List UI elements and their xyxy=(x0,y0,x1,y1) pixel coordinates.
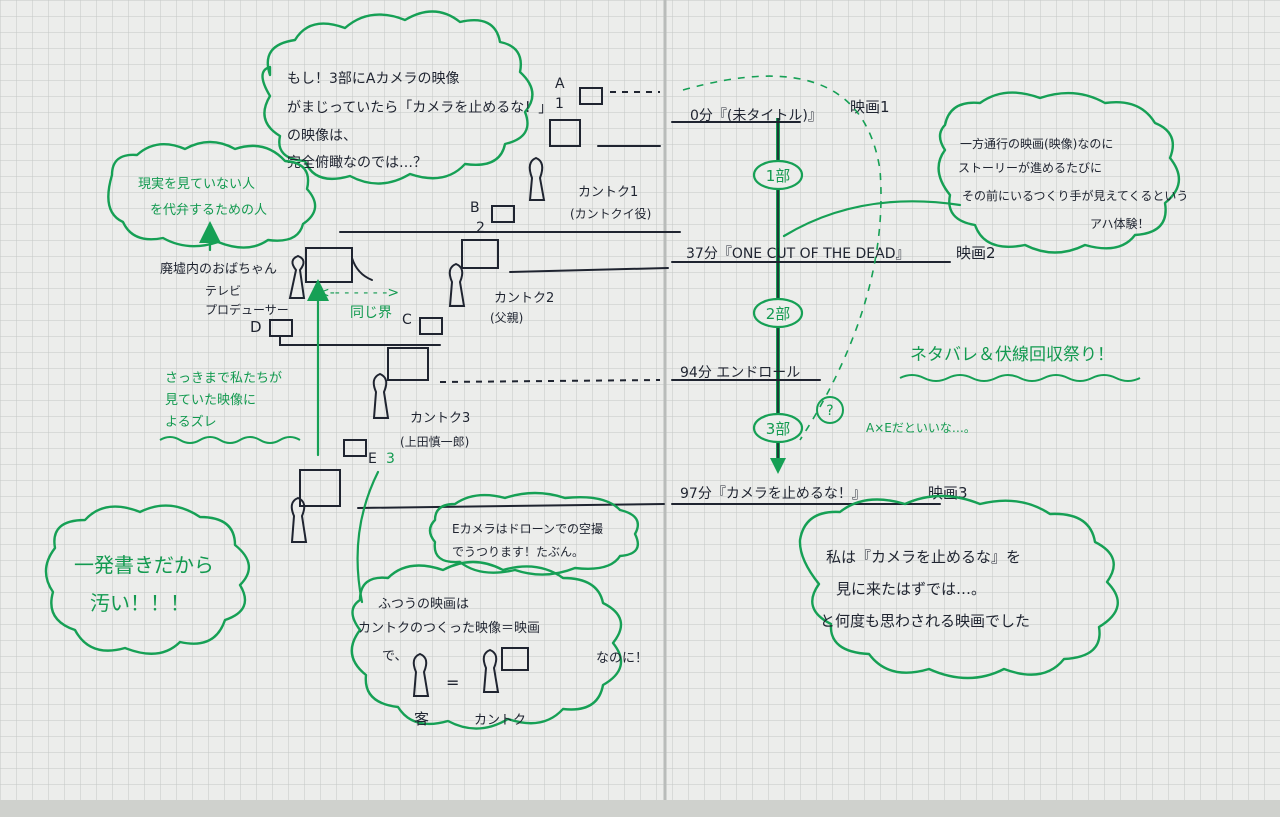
director-figure-icon xyxy=(482,648,500,693)
tv-producer-label: プロデューサー xyxy=(205,302,289,317)
part-1-oval xyxy=(752,159,804,191)
one-way-line-2: ストーリーが進めるたびに xyxy=(958,160,1102,175)
part-2-oval xyxy=(752,297,804,329)
label-b: B xyxy=(470,200,480,216)
question-note: A×Eだといいな…。 xyxy=(866,421,976,435)
equals-sign: = xyxy=(446,673,459,692)
camera-e-icon xyxy=(343,439,367,457)
cloud-a-line-2: がまじっていたら「カメラを止めるな！」 xyxy=(287,100,552,116)
guest-figure-icon xyxy=(412,652,430,697)
question-mark: ? xyxy=(826,403,833,419)
gap-note-line-3: よるズレ xyxy=(165,414,217,430)
director-3-sub: (上田慎一郎) xyxy=(400,435,469,449)
movie-2-label: 映画2 xyxy=(956,244,996,262)
conclusion-line-2: 見に来たはずでは…。 xyxy=(836,580,986,598)
movie-1-time: 0分『(未タイトル)』 xyxy=(690,108,822,124)
screen-e-icon xyxy=(299,469,341,507)
director-3-figure-icon xyxy=(372,372,390,419)
camera-a-icon xyxy=(579,87,603,105)
director-1-sub: (カントクイ役) xyxy=(570,206,651,221)
arc-a-to-e xyxy=(682,75,882,441)
label-d: D xyxy=(250,318,262,336)
camera-d-line xyxy=(279,335,441,346)
one-way-line-1: 一方通行の映画(映像)なのに xyxy=(960,136,1113,151)
director-screen-icon xyxy=(501,647,529,671)
normal-movie-line-1: ふつうの映画は xyxy=(378,597,469,612)
screen-b-line xyxy=(509,267,669,273)
director-3-label: カントク3 xyxy=(410,411,470,426)
producer-figure-icon xyxy=(288,254,306,299)
one-way-cloud xyxy=(937,91,1180,254)
rough-draft-cloud xyxy=(44,504,250,655)
rough-draft-line-1: 一発書きだから xyxy=(74,553,214,577)
same-world-label: 同じ界 xyxy=(350,305,392,321)
director-1-figure-icon xyxy=(528,156,546,201)
conclusion-line-1: 私は『カメラを止めるな』を xyxy=(826,548,1021,566)
gap-note-line-1: さっきまで私たちが xyxy=(165,371,282,386)
thought-cloud-camera-a xyxy=(261,10,534,185)
spoiler-heading: ネタバレ＆伏線回収祭り！ xyxy=(910,345,1114,365)
screen-c-icon xyxy=(387,347,429,381)
tv-label: テレビ xyxy=(205,284,241,298)
thought-cloud-reality xyxy=(107,140,317,249)
cloud-reality-line-2: を代弁するための人 xyxy=(150,203,267,218)
drone-note-line-1: Eカメラはドローンでの空撮 xyxy=(452,522,603,536)
normal-movie-line-2: カントクのつくった映像＝映画 xyxy=(358,621,540,636)
movie-2-title: 37分『ONE CUT OF THE DEAD』 xyxy=(686,246,910,262)
producer-caption: 廃墟内のおばちゃん xyxy=(160,261,277,277)
end-roll-time: 94分 エンドロール xyxy=(680,365,800,381)
normal-movie-pointer xyxy=(356,470,380,604)
audience-figure-icon xyxy=(290,496,308,543)
drone-note-line-2: でうつります！たぶん。 xyxy=(452,545,584,559)
label-c: C xyxy=(402,312,412,328)
one-way-line-4: アハ体験！ xyxy=(1090,216,1150,231)
guest-label: 客 xyxy=(414,710,429,728)
label-2: 2 xyxy=(476,220,485,236)
label-a: A xyxy=(555,76,565,92)
normal-movie-line-4: なのに！ xyxy=(596,651,648,666)
screen-b-icon xyxy=(461,239,499,269)
screen-c-dashed xyxy=(439,379,661,383)
one-way-line-3: その前にいるつくり手が見えてくるという xyxy=(962,188,1188,203)
drone-note-cloud xyxy=(428,491,640,576)
cloud-reality-line-1: 現実を見ていない人 xyxy=(138,176,255,192)
spoiler-underline xyxy=(899,374,1141,382)
screen-a-icon xyxy=(549,119,581,147)
label-1: 1 xyxy=(555,96,564,112)
director-2-sub: (父親) xyxy=(490,311,523,325)
monitor-arrow xyxy=(351,257,373,281)
part-3-oval xyxy=(752,412,804,444)
part-1-label: 1部 xyxy=(766,167,791,185)
movie-3-title: 97分『カメラを止めるな！』 xyxy=(680,486,866,502)
conclusion-line-3: と何度も思わされる映画でした xyxy=(820,612,1030,630)
director-1-label: カントク1 xyxy=(578,185,638,200)
movie-1-label: 映画1 xyxy=(850,98,890,116)
question-circle xyxy=(816,396,844,424)
conclusion-cloud xyxy=(798,494,1119,680)
label-e: E xyxy=(368,451,377,467)
cloud-a-line-4: 完全俯瞰なのでは…？ xyxy=(287,154,427,171)
rough-draft-line-2: 汚い！！！ xyxy=(90,591,190,615)
normal-movie-line-3: で、 xyxy=(382,649,407,664)
director-label: カントク xyxy=(474,713,526,728)
director-2-label: カントク2 xyxy=(494,291,554,306)
part-2-label: 2部 xyxy=(766,305,791,323)
gap-note-underline xyxy=(159,436,301,444)
cloud-a-line-1: もし！3部にAカメラの映像 xyxy=(287,71,459,87)
part-3-label: 3部 xyxy=(766,420,791,438)
same-world-arrow: <-- - - - - -> xyxy=(318,285,399,301)
camera-b-icon xyxy=(491,205,515,223)
cloud-a-line-3: の映像は、 xyxy=(287,128,357,144)
camera-c-icon xyxy=(419,317,443,335)
one-way-pointer xyxy=(782,200,962,238)
table-surface xyxy=(0,800,1280,817)
gap-note-line-2: 見ていた映像に xyxy=(165,393,256,408)
director-2-figure-icon xyxy=(448,262,466,307)
tv-monitor-icon xyxy=(305,247,353,283)
label-3: 3 xyxy=(386,451,395,467)
